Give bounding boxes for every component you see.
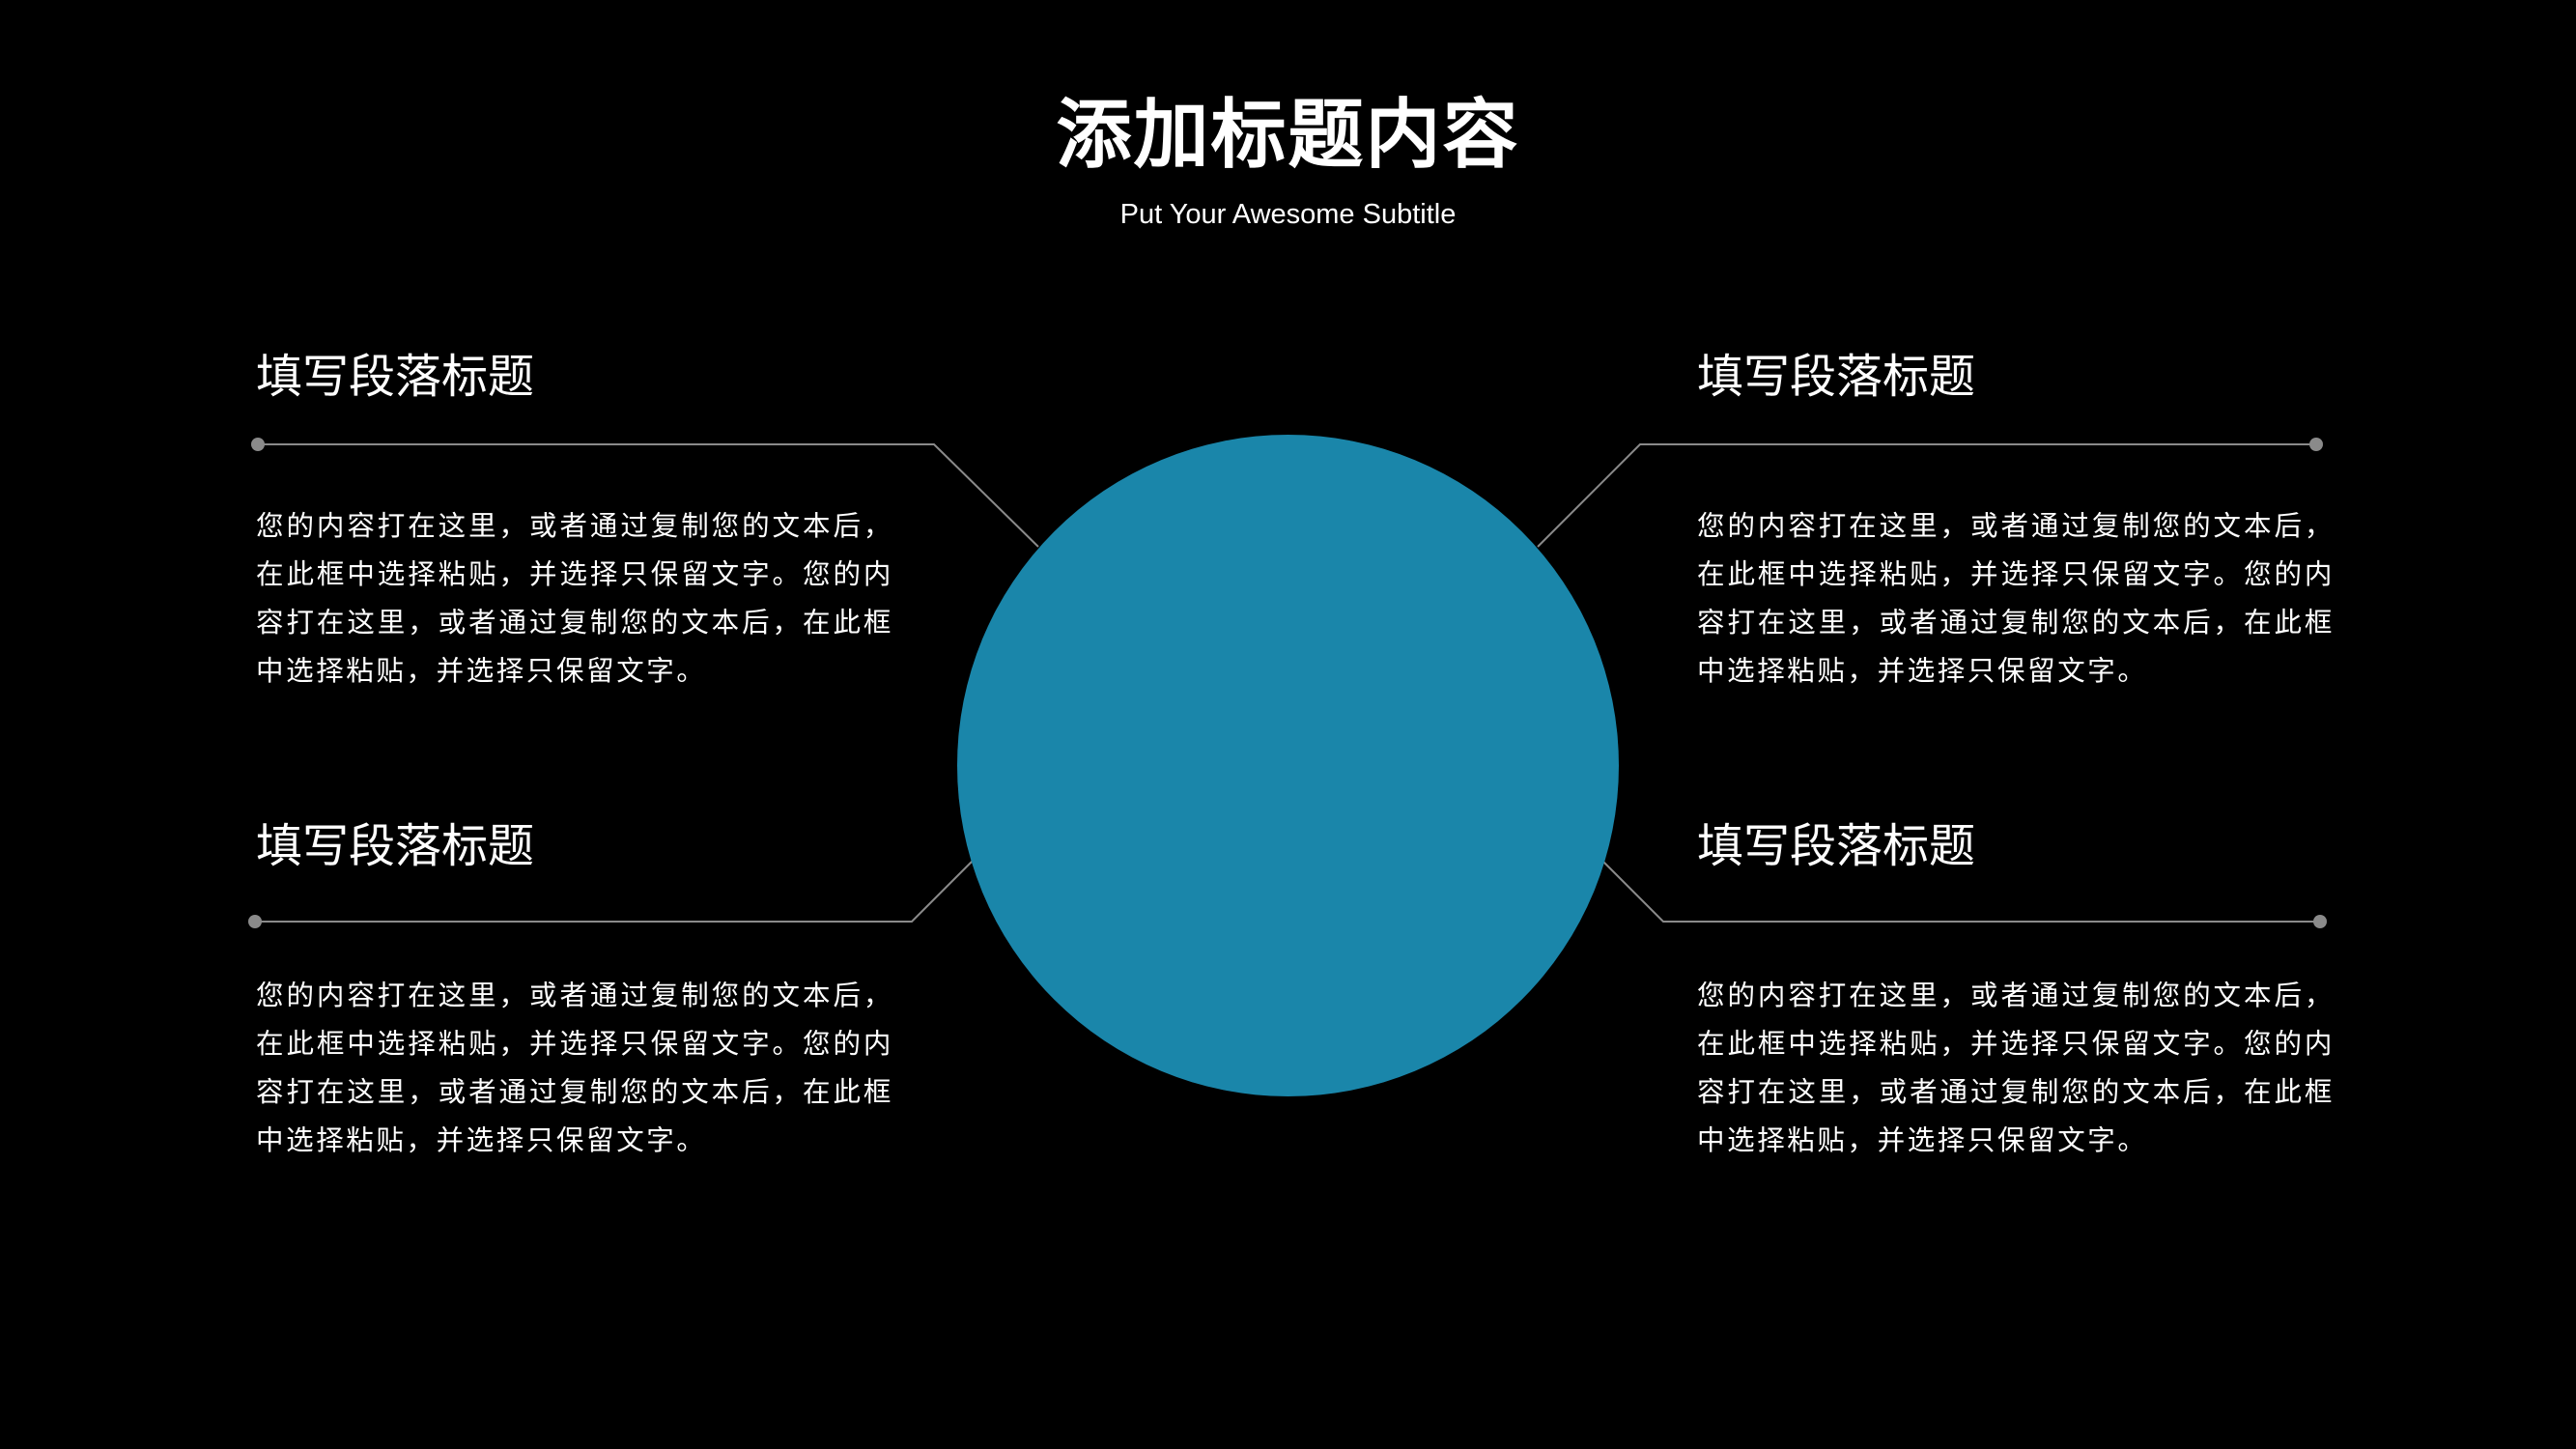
block-text-bottom-left: 您的内容打在这里，或者通过复制您的文本后，在此框中选择粘贴，并选择只保留文字。您… — [256, 980, 893, 1156]
connector-dot — [2309, 438, 2323, 451]
block-text-top-right: 您的内容打在这里，或者通过复制您的文本后，在此框中选择粘贴，并选择只保留文字。您… — [1697, 510, 2335, 687]
connector-bottom-left — [248, 859, 975, 928]
block-text-bottom-right: 您的内容打在这里，或者通过复制您的文本后，在此框中选择粘贴，并选择只保留文字。您… — [1697, 980, 2335, 1156]
block-heading-top-left: 填写段落标题 — [256, 350, 535, 404]
connector-top-right — [1537, 438, 2323, 548]
page-subtitle: Put Your Awesome Subtitle — [1119, 199, 1457, 230]
block-text-top-left: 您的内容打在这里，或者通过复制您的文本后，在此框中选择粘贴，并选择只保留文字。您… — [256, 510, 893, 687]
connector-bottom-right — [1600, 859, 2327, 928]
block-heading-top-right: 填写段落标题 — [1697, 350, 1976, 404]
block-heading-bottom-right: 填写段落标题 — [1697, 819, 1976, 873]
center-circle — [957, 435, 1619, 1096]
connector-dot — [251, 438, 265, 451]
page-title: 添加标题内容 — [1056, 92, 1520, 179]
connector-top-left — [251, 438, 1039, 548]
connector-dot — [2313, 915, 2327, 928]
connector-dot — [248, 915, 262, 928]
block-heading-bottom-left: 填写段落标题 — [256, 819, 535, 873]
